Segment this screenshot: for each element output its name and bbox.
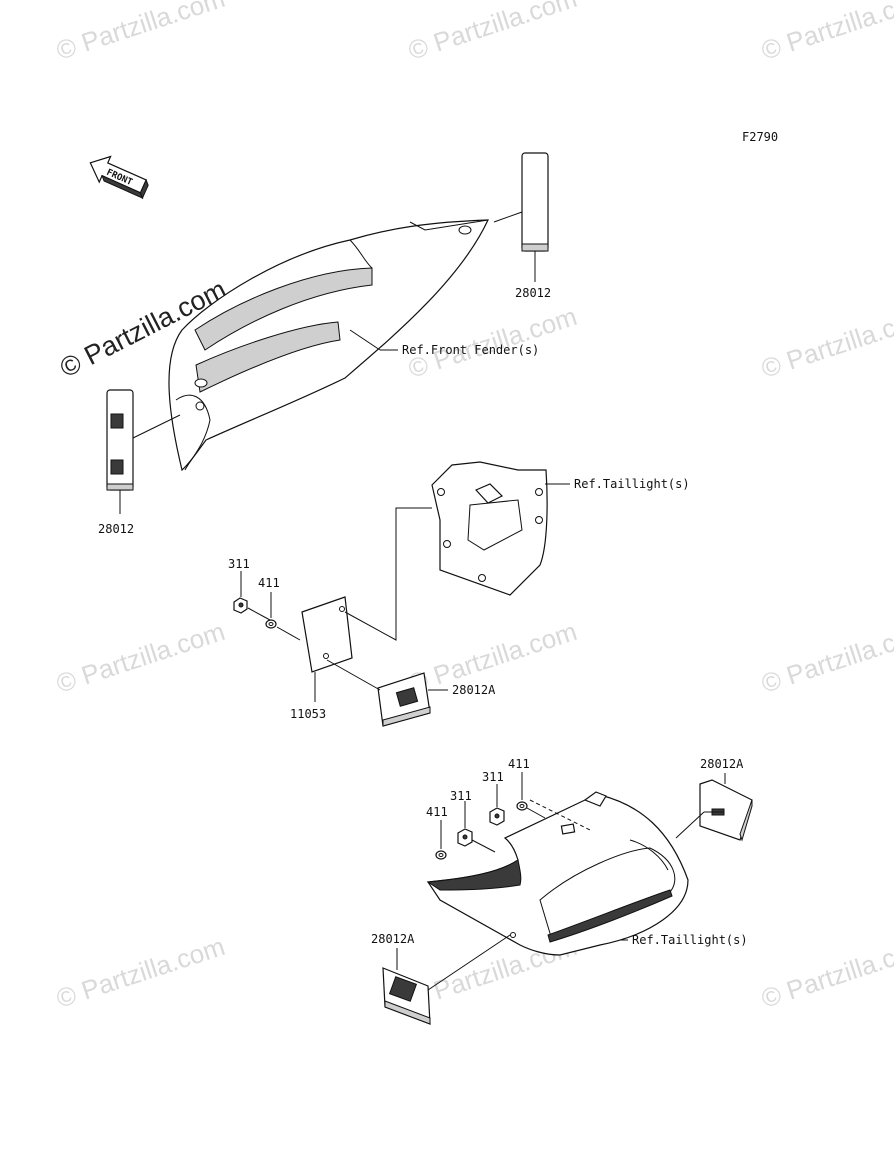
nut-311-a xyxy=(233,571,271,621)
reflector-28012-top xyxy=(493,152,549,282)
taillight-bracket-top xyxy=(431,461,570,596)
label-411-a: 411 xyxy=(258,576,280,590)
label-ref-taillight-bottom: Ref.Taillight(s) xyxy=(632,933,748,947)
washer-411-a xyxy=(265,592,301,641)
label-411-c: 411 xyxy=(508,757,530,771)
watermark: © Partzilla.com xyxy=(758,931,894,1014)
watermark: © Partzilla.com xyxy=(405,0,581,66)
washer-411-b xyxy=(435,820,447,860)
taillight-housing-bottom xyxy=(426,791,689,956)
reflector-28012-left xyxy=(106,389,181,514)
label-ref-taillight-top: Ref.Taillight(s) xyxy=(574,477,690,491)
watermark: © Partzilla.com xyxy=(758,301,894,384)
label-28012-left: 28012 xyxy=(98,522,134,536)
front-arrow-icon: FRONT xyxy=(89,155,149,200)
front-fender xyxy=(168,219,489,472)
label-311-c: 311 xyxy=(482,770,504,784)
watermark: © Partzilla.com xyxy=(758,616,894,699)
reflector-28012a-right xyxy=(675,773,753,842)
label-28012a-bottom: 28012A xyxy=(371,932,415,946)
watermark: © Partzilla.com xyxy=(758,0,894,66)
watermark: © Partzilla.com xyxy=(53,0,229,66)
washer-411-c xyxy=(516,772,546,819)
label-ref-front-fender: Ref.Front Fender(s) xyxy=(402,343,539,357)
label-28012-top: 28012 xyxy=(515,286,551,300)
label-28012a-right: 28012A xyxy=(700,757,744,771)
label-11053: 11053 xyxy=(290,707,326,721)
figure-code: F2790 xyxy=(742,130,778,144)
nut-311-c xyxy=(489,784,505,826)
label-311-b: 311 xyxy=(450,789,472,803)
reflector-28012a-mid xyxy=(326,659,448,727)
watermark: © Partzilla.com xyxy=(53,616,229,699)
plate-11053 xyxy=(301,507,432,702)
label-311-a: 311 xyxy=(228,557,250,571)
reflector-28012a-bottom xyxy=(382,934,511,1025)
label-28012a-mid: 28012A xyxy=(452,683,496,697)
label-411-b: 411 xyxy=(426,805,448,819)
watermark: © Partzilla.com xyxy=(53,931,229,1014)
nut-311-b xyxy=(457,801,496,853)
